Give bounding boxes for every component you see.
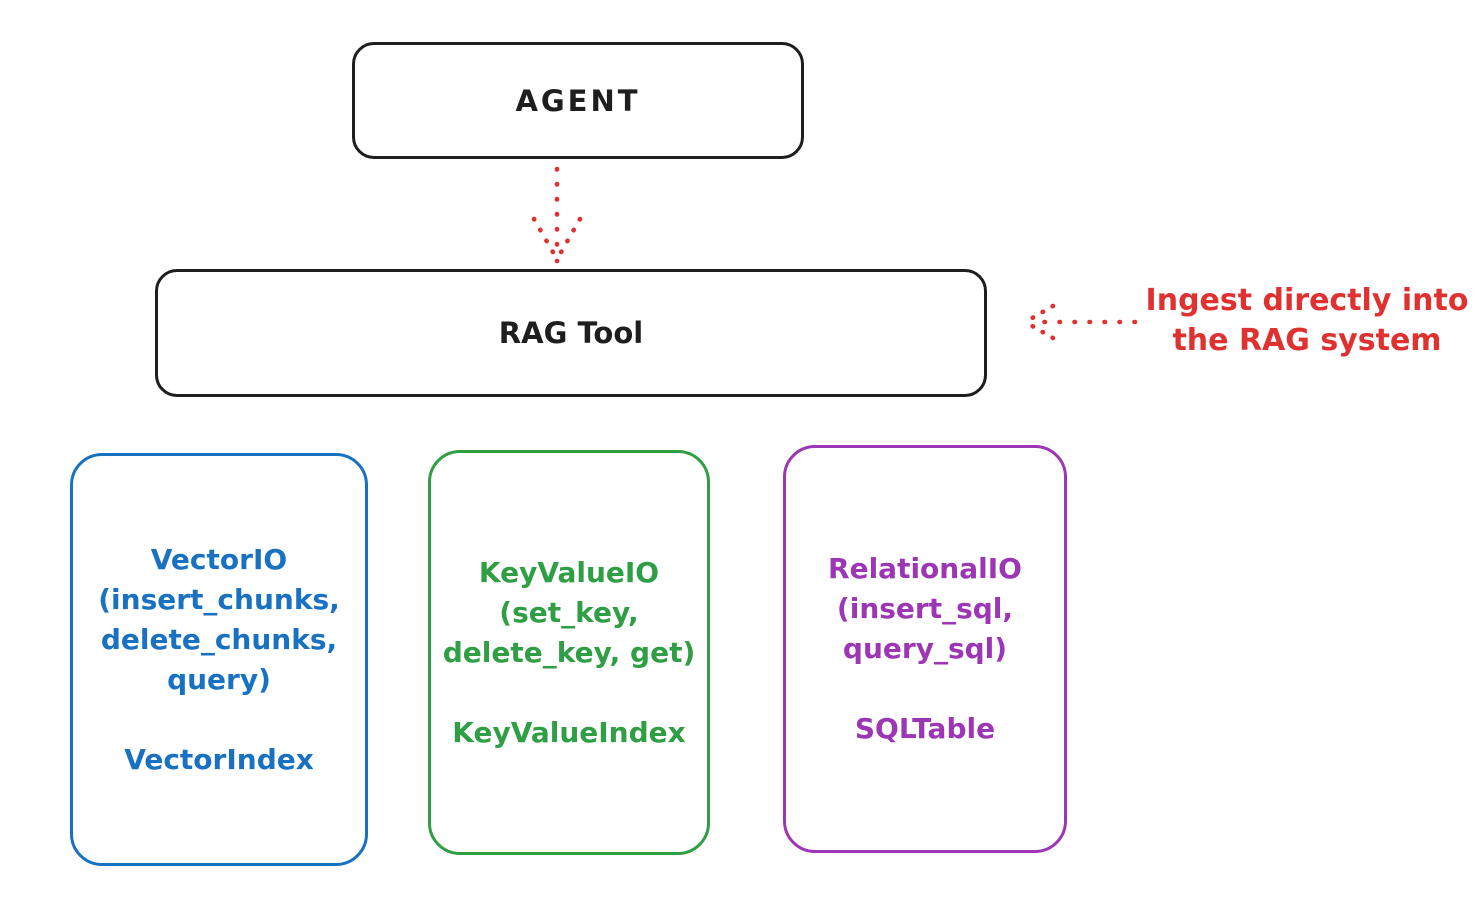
storage-box-keyvalue: KeyValueIO (set_key, delete_key, get) Ke… xyxy=(428,450,710,855)
relational-index-label: SQLTable xyxy=(854,712,996,745)
ingest-annotation: Ingest directly into the RAG system xyxy=(1145,283,1469,358)
keyvalue-index-label: KeyValueIndex xyxy=(452,715,686,749)
vector-index-label: VectorIndex xyxy=(124,742,314,776)
keyvalue-io-label: KeyValueIO (set_key, delete_key, get) xyxy=(442,555,696,669)
rag-tool-box: RAG Tool xyxy=(155,269,987,397)
storage-box-relational: RelationalIO (insert_sql, query_sql) SQL… xyxy=(783,445,1067,853)
vector-io-label: VectorIO (insert_chunks, delete_chunks, … xyxy=(98,542,340,696)
agent-box: AGENT xyxy=(352,42,804,159)
agent-label: AGENT xyxy=(515,83,641,118)
rag-tool-label: RAG Tool xyxy=(498,316,644,350)
relational-io-label: RelationalIO (insert_sql, query_sql) xyxy=(828,552,1022,665)
storage-box-vector: VectorIO (insert_chunks, delete_chunks, … xyxy=(70,453,368,866)
